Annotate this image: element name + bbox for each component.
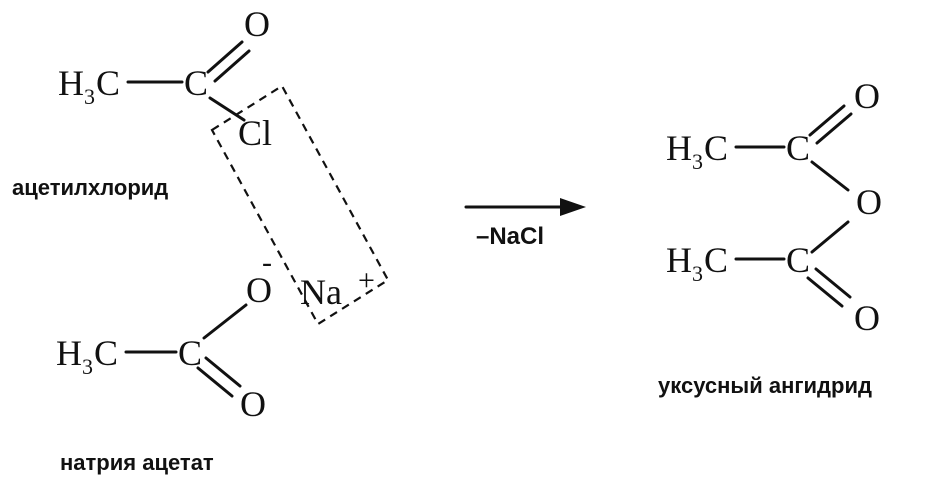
p-bridge-oxygen: O bbox=[856, 182, 882, 222]
r2-plus-charge: + bbox=[358, 264, 375, 297]
r2-minus-charge: - bbox=[262, 246, 272, 279]
p-top-c-o-bond bbox=[810, 160, 850, 192]
acetic-anhydride-structure: O H 3 C C O H 3 C C O уксусный ангидрид bbox=[658, 76, 882, 398]
p-bottom-oxygen: O bbox=[854, 298, 880, 338]
r1-double-bond-a bbox=[206, 40, 244, 74]
r1-double-bond-b bbox=[213, 49, 251, 83]
r2-methyl-c: C bbox=[94, 333, 118, 373]
r2-carbonyl-oxygen: O bbox=[240, 384, 266, 424]
sodium-acetate-label: натрия ацетат bbox=[60, 450, 214, 475]
p-top-carbon: C bbox=[786, 128, 810, 168]
p-bottom-carbon: C bbox=[786, 240, 810, 280]
p-bottom-double-bond-b bbox=[814, 267, 852, 299]
p-bottom-methyl-h: H bbox=[666, 240, 692, 280]
p-top-methyl-c: C bbox=[704, 128, 728, 168]
r2-negative-oxygen: O bbox=[246, 270, 272, 310]
r1-oxygen: O bbox=[244, 4, 270, 44]
arrow-head bbox=[560, 198, 586, 216]
r2-methyl-h: H bbox=[56, 333, 82, 373]
p-bottom-methyl-subscript: 3 bbox=[692, 261, 703, 286]
r1-chlorine: Cl bbox=[238, 113, 272, 153]
p-top-double-bond-a bbox=[808, 104, 846, 137]
r2-double-bond-a bbox=[196, 366, 234, 398]
reaction-arrow: –NaCl bbox=[464, 198, 586, 250]
p-bottom-c-o-bond bbox=[810, 220, 850, 254]
acetyl-chloride-structure: H 3 C C O Cl ацетилхлорид bbox=[12, 4, 272, 200]
r1-c-cl-bond bbox=[208, 96, 246, 122]
r1-methyl-c: C bbox=[96, 63, 120, 103]
acetic-anhydride-label: уксусный ангидрид bbox=[658, 373, 872, 398]
r1-methyl-subscript: 3 bbox=[84, 84, 95, 109]
p-bottom-double-bond-a bbox=[806, 276, 844, 308]
r2-c-o-bond bbox=[202, 303, 248, 340]
arrow-reagent-label: –NaCl bbox=[476, 223, 544, 250]
p-top-methyl-h: H bbox=[666, 128, 692, 168]
r2-carboxyl-carbon: C bbox=[178, 333, 202, 373]
acetyl-chloride-label: ацетилхлорид bbox=[12, 175, 168, 200]
sodium-acetate-structure: - O Na + H 3 C C O натрия ацетат bbox=[56, 246, 375, 475]
p-top-methyl-subscript: 3 bbox=[692, 149, 703, 174]
r1-carbonyl-carbon: C bbox=[184, 63, 208, 103]
r2-methyl-subscript: 3 bbox=[82, 354, 93, 379]
r2-double-bond-b bbox=[204, 356, 242, 388]
r1-methyl-h: H bbox=[58, 63, 84, 103]
p-top-oxygen: O bbox=[854, 76, 880, 116]
p-bottom-methyl-c: C bbox=[704, 240, 728, 280]
r2-sodium: Na bbox=[300, 272, 342, 312]
p-top-double-bond-b bbox=[815, 112, 853, 145]
